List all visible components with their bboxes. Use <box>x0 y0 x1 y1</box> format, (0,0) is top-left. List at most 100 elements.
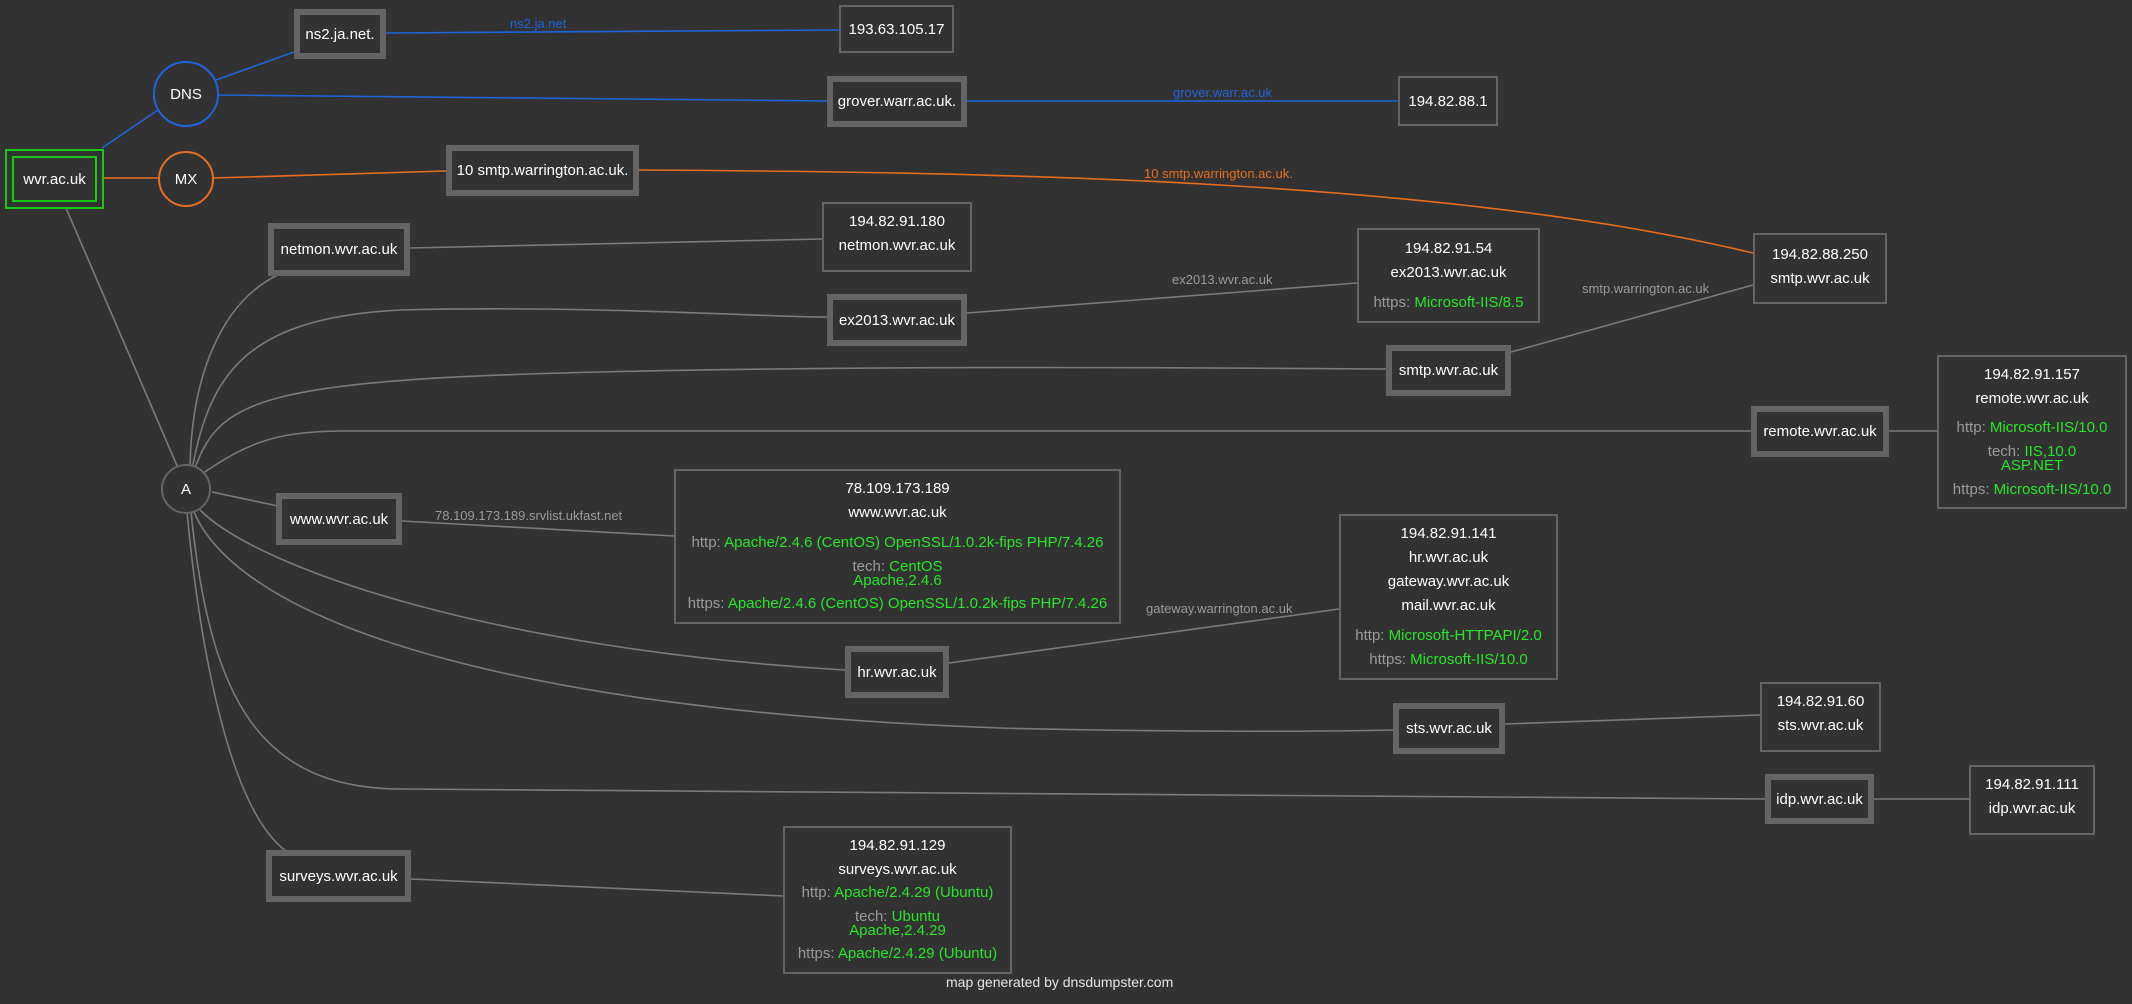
edge-label-grover: grover.warr.ac.uk <box>1173 85 1272 100</box>
edge-label-smtp: smtp.warrington.ac.uk <box>1582 281 1710 296</box>
edge-surveys-info <box>410 878 784 897</box>
edge-label-www: 78.109.173.189.srvlist.ukfast.net <box>435 508 623 523</box>
edge-mx-smtp <box>212 170 447 179</box>
remote-https-row: https: Microsoft-IIS/10.0 <box>1939 481 2125 499</box>
ns2-host-node[interactable]: ns2.ja.net. <box>294 9 386 59</box>
www-tech-label: tech: <box>852 558 885 575</box>
ex2013-ip: 194.82.91.54 <box>1404 240 1493 257</box>
edge-label-ex2013: ex2013.wvr.ac.uk <box>1172 272 1273 287</box>
hr-https-row: https: Microsoft-IIS/10.0 <box>1341 651 1556 669</box>
sts-info-node[interactable]: 194.82.91.60 sts.wvr.ac.uk <box>1760 682 1881 752</box>
surveys-tech-value-2: Apache,2.4.29 <box>849 922 946 939</box>
edge-a-netmon <box>189 272 283 475</box>
edge-sts-info <box>1504 714 1761 725</box>
surveys-http-label: http: <box>801 884 831 901</box>
remote-https-label: https: <box>1952 481 1990 498</box>
surveys-host-node[interactable]: surveys.wvr.ac.uk <box>266 850 411 902</box>
edge-www-info <box>401 520 675 537</box>
edge-a-idp <box>190 511 1766 800</box>
edge-label-hr: gateway.warrington.ac.uk <box>1146 601 1293 616</box>
ex2013-https-row: https: Microsoft-IIS/8.5 <box>1359 294 1538 312</box>
www-http-row: http: Apache/2.4.6 (CentOS) OpenSSL/1.0.… <box>676 534 1119 552</box>
edge-smtpwvr-ip <box>1510 284 1754 353</box>
edge-root-dns <box>101 109 159 149</box>
www-tech-row: tech: CentOS <box>676 558 1119 576</box>
www-https-value: Apache/2.4.6 (CentOS) OpenSSL/1.0.2k-fip… <box>727 595 1108 612</box>
sts-host-node[interactable]: sts.wvr.ac.uk <box>1393 703 1505 754</box>
ex2013-name: ex2013.wvr.ac.uk <box>1390 264 1507 281</box>
edge-a-ex2013 <box>191 308 828 471</box>
ns2-ip: 193.63.105.17 <box>848 21 945 38</box>
remote-tech-value-1: IIS,10.0 <box>2024 443 2077 460</box>
edge-root-a <box>65 207 179 469</box>
www-tech-value-2: Apache,2.4.6 <box>853 572 942 589</box>
idp-host-node[interactable]: idp.wvr.ac.uk <box>1765 774 1874 824</box>
surveys-tech-value-1: Ubuntu <box>891 908 941 925</box>
surveys-tech-label: tech: <box>854 908 888 925</box>
www-ip: 78.109.173.189 <box>845 480 950 497</box>
edge-smtp-ip <box>638 169 1754 254</box>
netmon-host-node[interactable]: netmon.wvr.ac.uk <box>268 223 410 276</box>
surveys-ip: 194.82.91.129 <box>849 837 946 854</box>
remote-tech-value-2: ASP.NET <box>2000 457 2064 474</box>
edge-hr-info <box>948 608 1340 664</box>
netmon-info-node[interactable]: 194.82.91.180 netmon.wvr.ac.uk <box>822 202 972 272</box>
root-domain-node[interactable]: wvr.ac.uk <box>5 149 104 209</box>
surveys-http-row: http: Apache/2.4.29 (Ubuntu) <box>785 884 1010 902</box>
surveys-https-value: Apache/2.4.29 (Ubuntu) <box>837 945 998 962</box>
surveys-name: surveys.wvr.ac.uk <box>838 861 957 878</box>
ex2013-host-node[interactable]: ex2013.wvr.ac.uk <box>827 294 967 346</box>
www-tech-value-1: CentOS <box>889 558 943 575</box>
edge-a-surveys <box>186 511 287 852</box>
edge-netmon-info <box>409 238 823 249</box>
grover-host-node[interactable]: grover.warr.ac.uk. <box>827 76 967 127</box>
remote-host-node[interactable]: remote.wvr.ac.uk <box>1751 406 1889 457</box>
www-name: www.wvr.ac.uk <box>848 504 947 521</box>
www-https-label: https: <box>687 595 725 612</box>
idp-ip: 194.82.91.111 <box>1985 776 2079 793</box>
sts-ip: 194.82.91.60 <box>1776 693 1865 710</box>
surveys-info-node[interactable]: 194.82.91.129 surveys.wvr.ac.uk http: Ap… <box>783 826 1012 974</box>
remote-name: remote.wvr.ac.uk <box>1975 390 2089 407</box>
footer-credit: map generated by dnsdumpster.com <box>946 974 1174 990</box>
hr-ip: 194.82.91.141 <box>1400 525 1497 542</box>
hr-host-node[interactable]: hr.wvr.ac.uk <box>845 646 949 698</box>
edge-dns-ns2 <box>215 51 295 81</box>
remote-http-row: http: Microsoft-IIS/10.0 <box>1939 419 2125 437</box>
remote-tech-row: tech: IIS,10.0 <box>1939 443 2125 461</box>
ex2013-info-node[interactable]: 194.82.91.54 ex2013.wvr.ac.uk https: Mic… <box>1357 228 1540 323</box>
dns-record-node[interactable]: DNS <box>153 61 219 127</box>
remote-info-node[interactable]: 194.82.91.157 remote.wvr.ac.uk http: Mic… <box>1937 355 2127 509</box>
hr-name-3: mail.wvr.ac.uk <box>1401 597 1496 614</box>
grover-ip: 194.82.88.1 <box>1408 93 1488 110</box>
hr-http-value: Microsoft-HTTPAPI/2.0 <box>1388 627 1542 644</box>
a-record-node[interactable]: A <box>161 464 211 514</box>
edge-label-mx: 10 smtp.warrington.ac.uk. <box>1144 166 1293 181</box>
smtp-host-node[interactable]: smtp.wvr.ac.uk <box>1386 345 1511 396</box>
www-host-node[interactable]: www.wvr.ac.uk <box>276 493 402 545</box>
netmon-name: netmon.wvr.ac.uk <box>838 237 956 254</box>
edge-ns2-ip <box>385 29 840 34</box>
ns2-ip-node[interactable]: 193.63.105.17 <box>839 5 954 53</box>
edge-ex2013-info <box>966 282 1358 314</box>
netmon-ip: 194.82.91.180 <box>849 213 945 230</box>
surveys-https-row: https: Apache/2.4.29 (Ubuntu) <box>785 945 1010 963</box>
root-domain-label: wvr.ac.uk <box>12 156 97 202</box>
ex2013-https-value: Microsoft-IIS/8.5 <box>1414 294 1524 311</box>
edge-a-www <box>211 491 279 507</box>
mx-host-node[interactable]: 10 smtp.warrington.ac.uk. <box>446 145 639 196</box>
edge-dns-grover <box>217 94 828 102</box>
mx-record-node[interactable]: MX <box>158 151 214 207</box>
mx-ip-info-node[interactable]: 194.82.88.250 smtp.wvr.ac.uk <box>1753 233 1887 304</box>
www-http-label: http: <box>691 534 721 551</box>
edge-label-ns2: ns2.ja.net <box>510 16 567 31</box>
www-info-node[interactable]: 78.109.173.189 www.wvr.ac.uk http: Apach… <box>674 469 1121 624</box>
hr-info-node[interactable]: 194.82.91.141 hr.wvr.ac.uk gateway.wvr.a… <box>1339 514 1558 680</box>
surveys-https-label: https: <box>797 945 835 962</box>
hr-http-label: http: <box>1355 627 1385 644</box>
grover-ip-node[interactable]: 194.82.88.1 <box>1398 76 1498 126</box>
edge-a-hr <box>199 509 846 671</box>
edge-a-smtp <box>194 366 1387 469</box>
idp-info-node[interactable]: 194.82.91.111 idp.wvr.ac.uk <box>1969 765 2095 835</box>
